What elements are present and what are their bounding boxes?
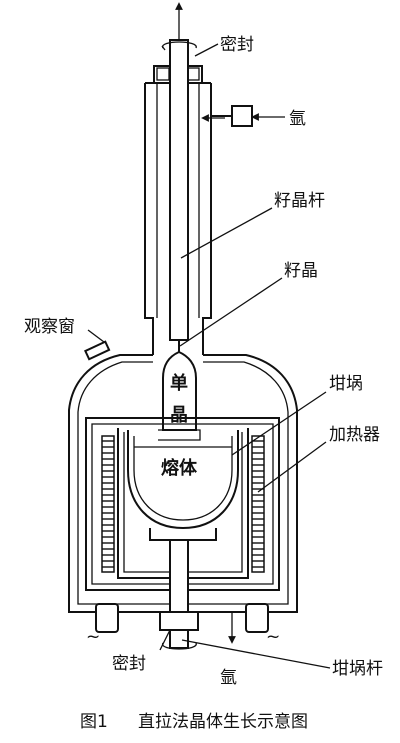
seed-rod bbox=[161, 2, 197, 352]
label-seed-crystal: 籽晶 bbox=[284, 261, 318, 281]
label-argon-out: 氩 bbox=[220, 668, 237, 688]
bottom-seal-block bbox=[159, 611, 199, 631]
argon-inlet-box bbox=[231, 105, 253, 127]
label-tilde-left: ~ bbox=[86, 627, 100, 647]
label-single-crystal-2: 晶 bbox=[170, 405, 188, 426]
label-tilde-right: ~ bbox=[266, 627, 280, 647]
label-single-crystal-1: 单 bbox=[170, 372, 188, 394]
upper-column bbox=[144, 65, 212, 355]
view-window bbox=[84, 340, 111, 361]
leader-lines bbox=[87, 43, 331, 669]
label-argon-in: 氩 bbox=[289, 109, 306, 129]
crucible bbox=[127, 430, 239, 541]
label-crucible-rod: 坩埚杆 bbox=[332, 659, 383, 679]
argon-inlet bbox=[201, 105, 285, 127]
label-view-window: 观察窗 bbox=[24, 317, 75, 337]
heater-assembly bbox=[85, 417, 280, 591]
caption-figure-no: 图1 bbox=[80, 712, 108, 732]
single-crystal bbox=[158, 350, 201, 441]
label-seal-top: 密封 bbox=[220, 35, 254, 55]
label-heater: 加热器 bbox=[329, 425, 380, 445]
label-seal-bottom: 密封 bbox=[112, 654, 146, 674]
label-crucible: 坩埚 bbox=[329, 374, 363, 394]
label-melt: 熔体 bbox=[161, 457, 198, 479]
crucible-rod bbox=[95, 539, 269, 650]
label-seed-rod: 籽晶杆 bbox=[274, 191, 325, 211]
heater-left bbox=[101, 435, 115, 573]
caption-title: 直拉法晶体生长示意图 bbox=[138, 712, 308, 732]
heater-right bbox=[251, 435, 265, 573]
